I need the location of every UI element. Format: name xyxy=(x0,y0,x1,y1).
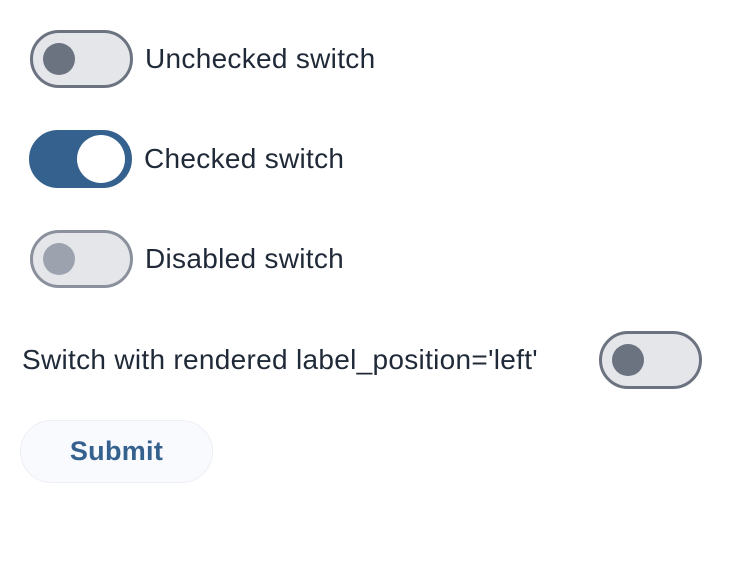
switch-label-left-position: Switch with rendered label_position='lef… xyxy=(22,344,538,375)
switch-row-checked: Checked switch xyxy=(29,130,344,188)
switch-row-unchecked: Unchecked switch xyxy=(30,30,375,88)
toggle-switch-disabled xyxy=(30,230,133,288)
switch-label-unchecked: Unchecked switch xyxy=(145,43,376,74)
toggle-knob xyxy=(612,344,644,376)
toggle-knob xyxy=(77,135,125,183)
toggle-switch-unchecked[interactable] xyxy=(30,30,133,88)
switch-label-disabled: Disabled switch xyxy=(145,243,345,274)
switch-row-disabled: Disabled switch xyxy=(30,230,344,288)
switch-label-checked: Checked switch xyxy=(144,143,345,174)
toggle-knob xyxy=(43,243,75,275)
submit-button[interactable]: Submit xyxy=(20,420,213,483)
toggle-knob xyxy=(43,43,75,75)
toggle-switch-label-left[interactable] xyxy=(599,331,702,389)
switch-row-label-left: Switch with rendered label_position='lef… xyxy=(22,331,702,389)
toggle-switch-checked[interactable] xyxy=(29,130,132,188)
